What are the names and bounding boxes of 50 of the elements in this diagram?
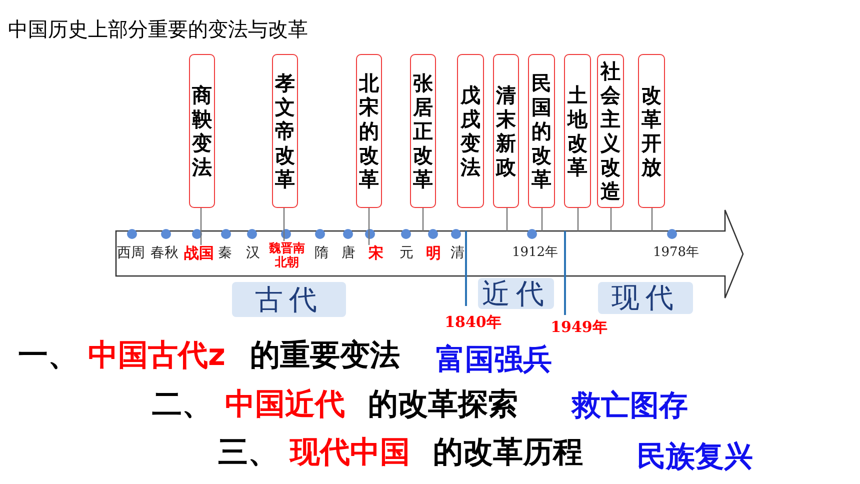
heading-text: 中国古代z <box>88 339 226 373</box>
era-label: 唐 <box>340 245 356 261</box>
reform-box: 戊戌变法 <box>457 54 484 208</box>
year-label: 1949年 <box>550 319 608 335</box>
heading-text: 的改革历程 <box>433 436 583 470</box>
leader-line <box>200 208 202 245</box>
leader-line <box>610 208 612 231</box>
era-label: 元 <box>398 245 414 261</box>
leader-line <box>651 208 653 231</box>
reform-box: 商鞅变法 <box>189 54 215 208</box>
reform-box: 北宋的改革 <box>356 54 382 208</box>
list-number: 二、 <box>152 388 212 422</box>
period-band: 古代 <box>232 282 346 317</box>
era-label: 春秋 <box>150 245 180 261</box>
heading-text: 中国近代 <box>225 388 345 422</box>
title: 中国历史上部分重要的变法与改革 <box>8 16 308 43</box>
reform-box: 社会主义改造 <box>597 54 624 208</box>
era-label: 秦 <box>217 245 233 261</box>
list-number: 三、 <box>218 436 278 470</box>
leader-line <box>577 208 579 231</box>
leader-line <box>506 208 508 231</box>
year-label: 1978年 <box>652 245 700 261</box>
heading-text: 的改革探索 <box>368 388 518 422</box>
era-label: 汉 <box>245 245 261 261</box>
reform-box: 清末新政 <box>493 54 519 208</box>
period-band: 近代 <box>478 278 554 309</box>
period-band: 现代 <box>598 282 693 314</box>
reform-box: 张居正改革 <box>410 54 436 208</box>
reform-box: 民国的改革 <box>528 54 555 208</box>
era-label: 隋 <box>314 245 330 261</box>
year-label: 1840年 <box>444 314 502 330</box>
list-number: 一、 <box>18 339 78 373</box>
heading-text: 现代中国 <box>290 436 410 470</box>
era-label: 宋 <box>366 245 386 261</box>
reform-box: 土地改革 <box>564 54 591 208</box>
slogan-text: 救亡图存 <box>572 388 688 422</box>
slogan-text: 富国强兵 <box>436 342 552 376</box>
era-label: 明 <box>425 245 442 261</box>
era-label: 西周 <box>116 245 146 261</box>
slogan-text: 民族复兴 <box>637 439 753 473</box>
reform-box: 改革开放 <box>638 54 665 208</box>
era-label: 魏晋南北朝 <box>268 241 306 269</box>
era-label: 战国 <box>181 245 217 261</box>
heading-text: 的重要变法 <box>250 339 400 373</box>
era-label: 清 <box>450 245 466 261</box>
leader-line <box>422 208 424 231</box>
leader-line <box>541 208 543 231</box>
leader-line <box>283 208 285 241</box>
reform-box: 孝文帝改革 <box>272 54 298 208</box>
year-label: 1912年 <box>510 245 560 261</box>
